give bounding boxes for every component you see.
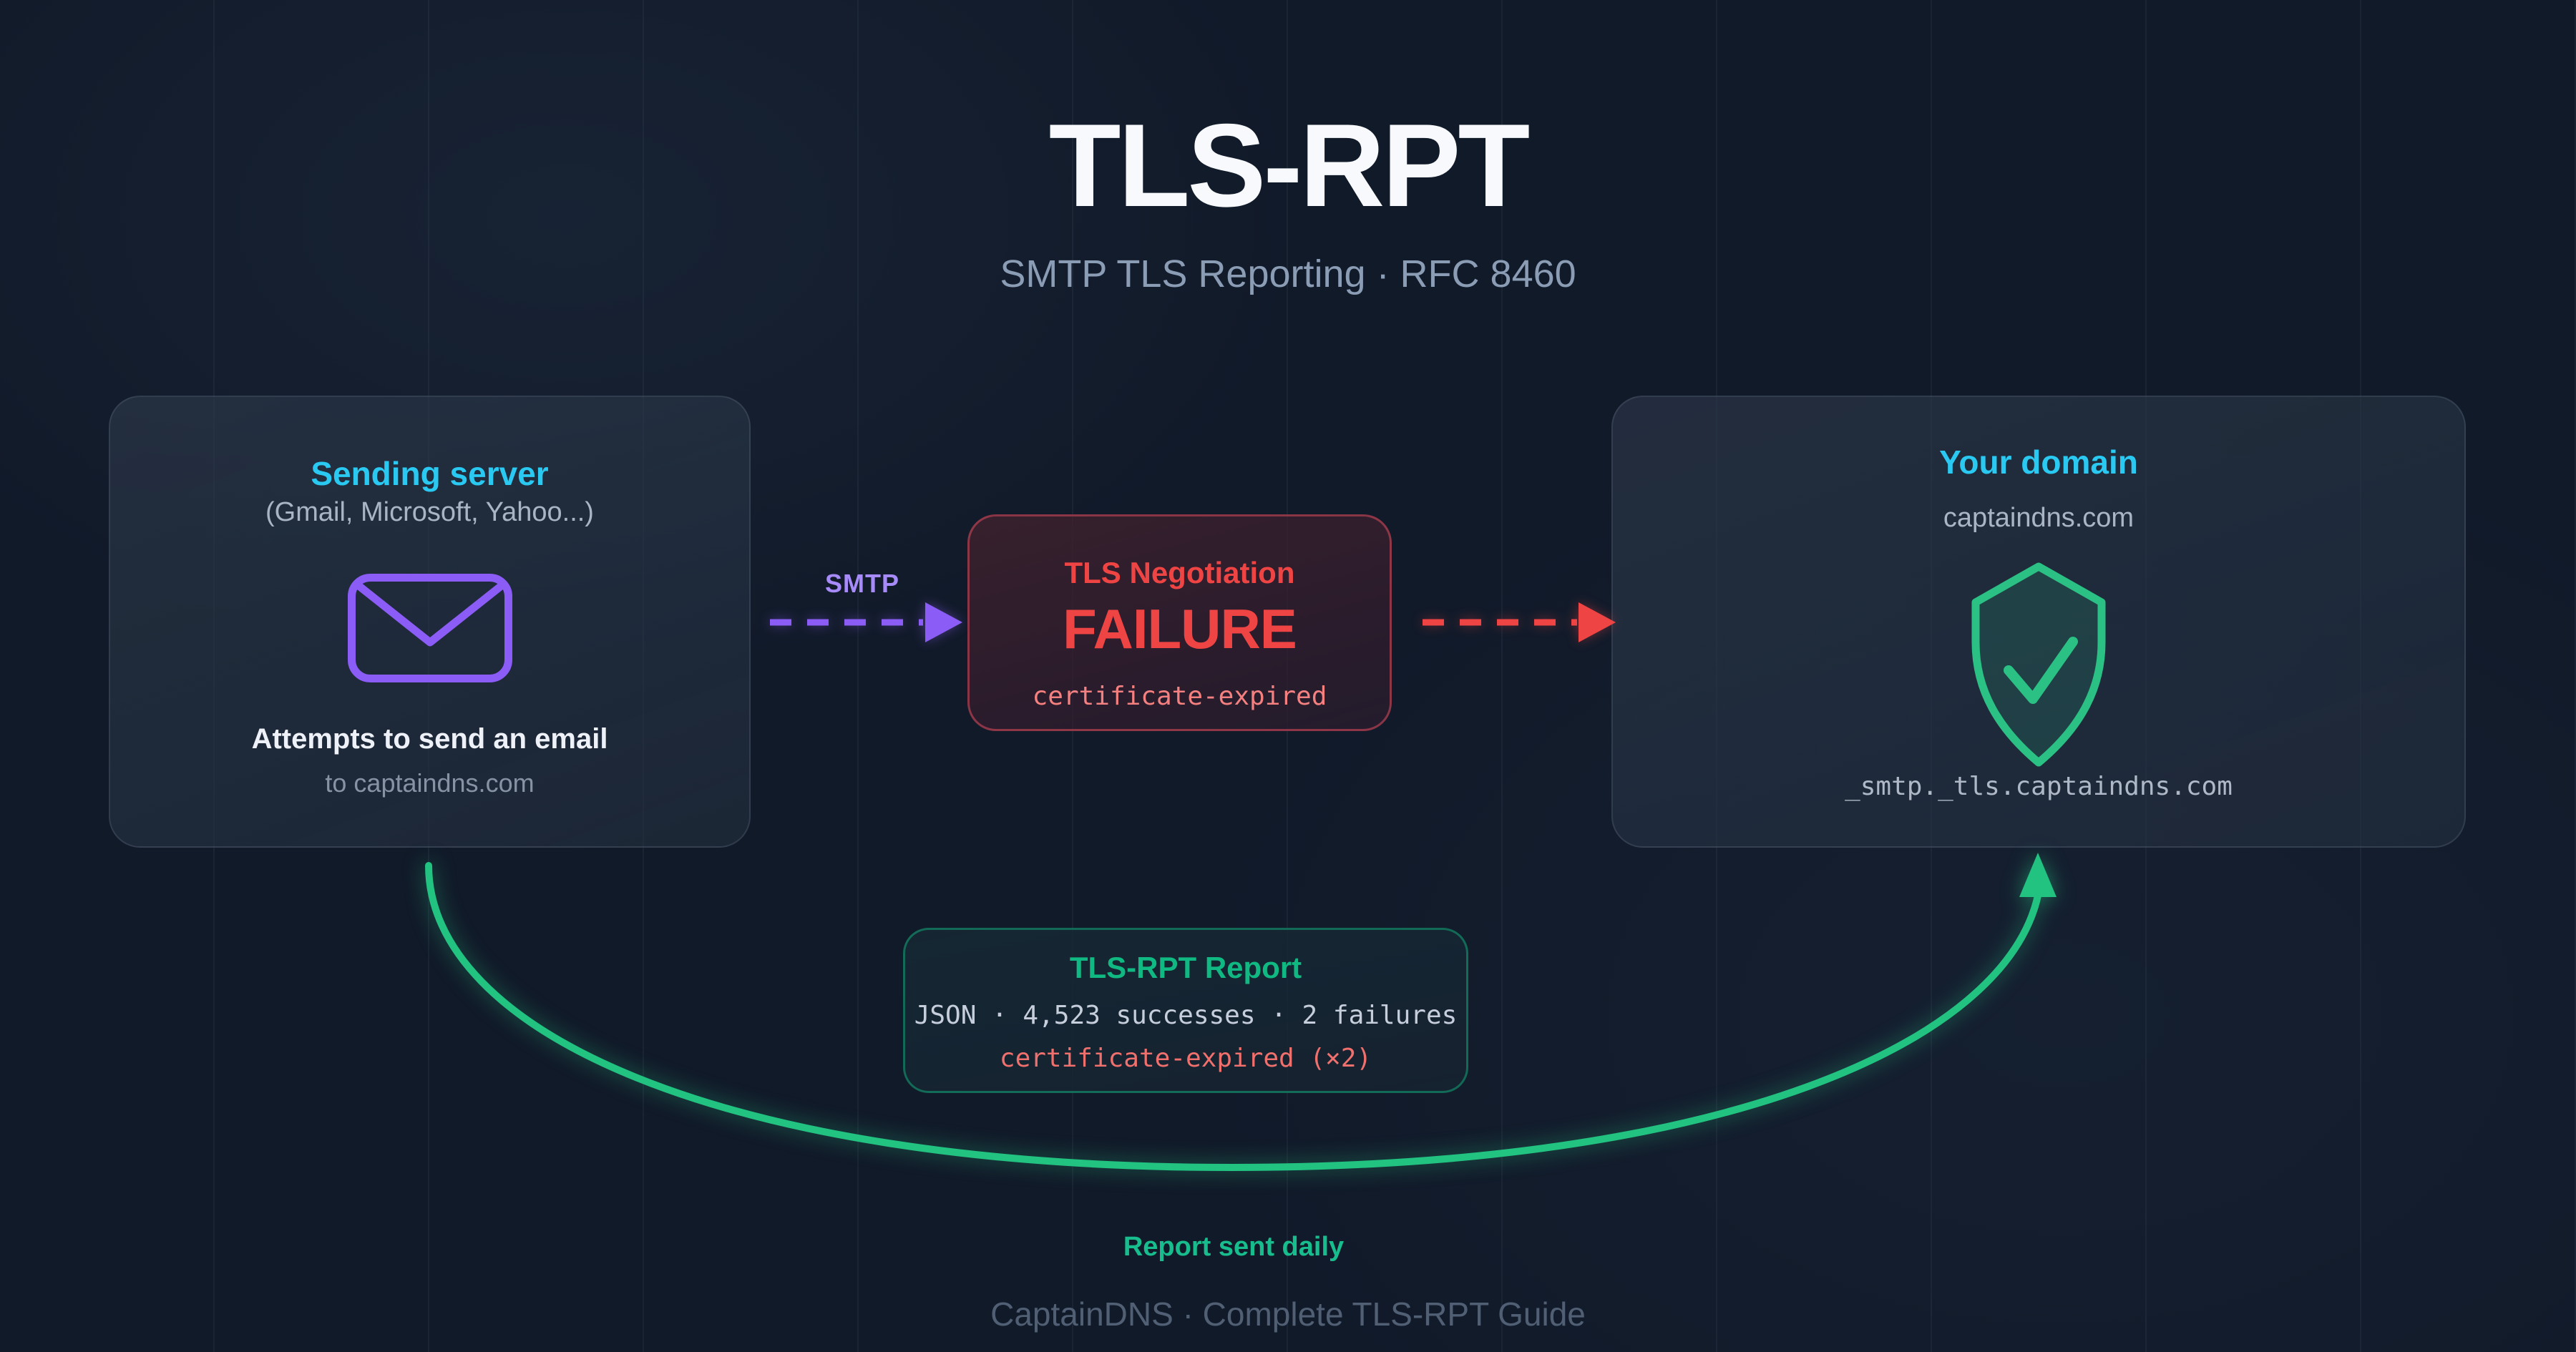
smtp-arrow-label: SMTP [824, 569, 899, 598]
report-title: TLS-RPT Report [1069, 951, 1302, 984]
your-domain-dns-record: _smtp._tls.captaindns.com [1845, 772, 2233, 801]
tls-failure-reason: certificate-expired [1032, 682, 1327, 711]
report-summary: JSON · 4,523 successes · 2 failures [914, 1001, 1458, 1030]
tls-failure-status: FAILURE [1063, 597, 1297, 660]
page-subtitle: SMTP TLS Reporting · RFC 8460 [1000, 253, 1576, 295]
footer-credit: CaptainDNS · Complete TLS-RPT Guide [990, 1295, 1586, 1333]
report-failure-detail: certificate-expired (×2) [999, 1044, 1372, 1073]
your-domain-title: Your domain [1939, 444, 2138, 481]
report-frequency-label: Report sent daily [1123, 1232, 1345, 1262]
sending-server-card: Sending server (Gmail, Microsoft, Yahoo.… [109, 396, 751, 848]
tls-failure-box: TLS Negotiation FAILURE certificate-expi… [967, 514, 1392, 731]
sending-server-title: Sending server [311, 455, 549, 492]
sending-server-providers: (Gmail, Microsoft, Yahoo...) [265, 497, 594, 527]
your-domain-card: Your domain captaindns.com _smtp._tls.ca… [1611, 396, 2466, 848]
envelope-icon [347, 573, 513, 683]
failure-arrow-icon [1423, 602, 1616, 642]
tls-failure-title: TLS Negotiation [1064, 556, 1295, 589]
your-domain-name: captaindns.com [1943, 503, 2135, 533]
tls-rpt-report-box: TLS-RPT Report JSON · 4,523 successes · … [903, 928, 1468, 1093]
smtp-arrow-icon [770, 602, 962, 642]
sending-server-recipient: to captaindns.com [325, 768, 535, 798]
sending-server-action: Attempts to send an email [251, 723, 608, 755]
page-title: TLS-RPT [1048, 99, 1531, 231]
shield-check-icon [1957, 562, 2120, 768]
